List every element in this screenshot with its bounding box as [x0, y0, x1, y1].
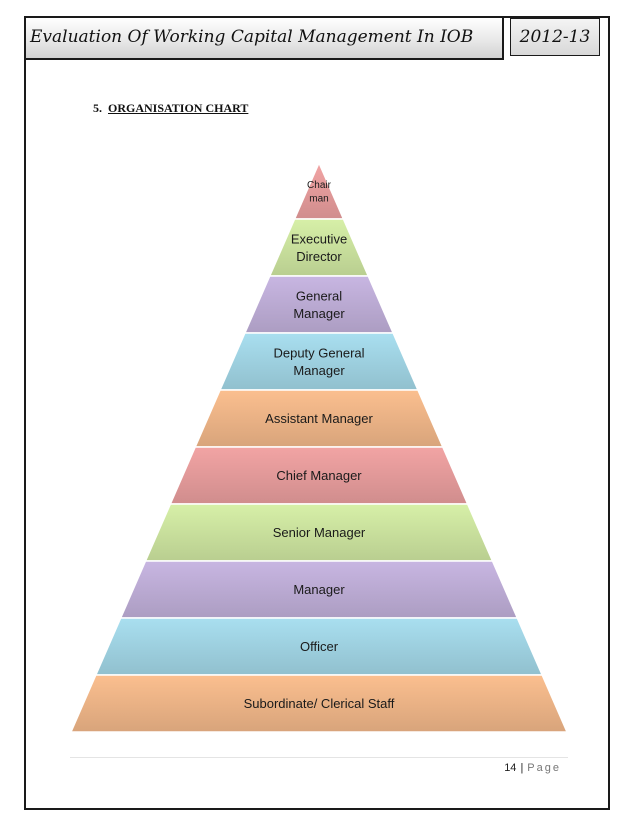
pyramid-level-2-label: Director: [296, 249, 342, 264]
pyramid-level-8-label: Manager: [293, 582, 345, 597]
pyramid-level-4: [218, 332, 420, 391]
pyramid-level-3-label: General: [296, 288, 342, 303]
pyramid-level-1-label: Chair: [307, 180, 332, 191]
footer-divider: [70, 757, 568, 758]
pyramid-level-5-label: Assistant Manager: [265, 411, 373, 426]
page-footer: 14|Page: [504, 762, 561, 774]
pyramid-level-1: [293, 161, 345, 220]
pyramid-level-7-label: Senior Manager: [273, 525, 366, 540]
header-title-box: Evaluation Of Working Capital Management…: [24, 16, 504, 60]
page-separator: |: [520, 762, 524, 774]
pyramid-level-10: [69, 674, 569, 733]
pyramid-level-2: [268, 218, 370, 277]
pyramid-level-4-label: Manager: [293, 363, 345, 378]
section-title: ORGANISATION CHART: [108, 101, 249, 115]
header-year-box: 2012-13: [510, 18, 600, 56]
pyramid-level-9-label: Officer: [300, 639, 339, 654]
page-word: Page: [527, 762, 561, 774]
pyramid-level-3-label: Manager: [293, 306, 345, 321]
pyramid-level-2-label: Executive: [291, 231, 347, 246]
pyramid-level-10-label: Subordinate/ Clerical Staff: [244, 696, 395, 711]
pyramid-level-6-label: Chief Manager: [276, 468, 362, 483]
section-number: 5.: [93, 101, 102, 115]
document-year: 2012-13: [519, 27, 591, 47]
document-title: Evaluation Of Working Capital Management…: [30, 27, 474, 47]
section-heading: 5. ORGANISATION CHART: [93, 101, 248, 116]
pyramid-level-1-label: man: [309, 193, 328, 204]
pyramid-level-4-label: Deputy General: [273, 345, 364, 360]
page-number: 14: [504, 762, 517, 774]
pyramid-level-3: [243, 275, 395, 334]
